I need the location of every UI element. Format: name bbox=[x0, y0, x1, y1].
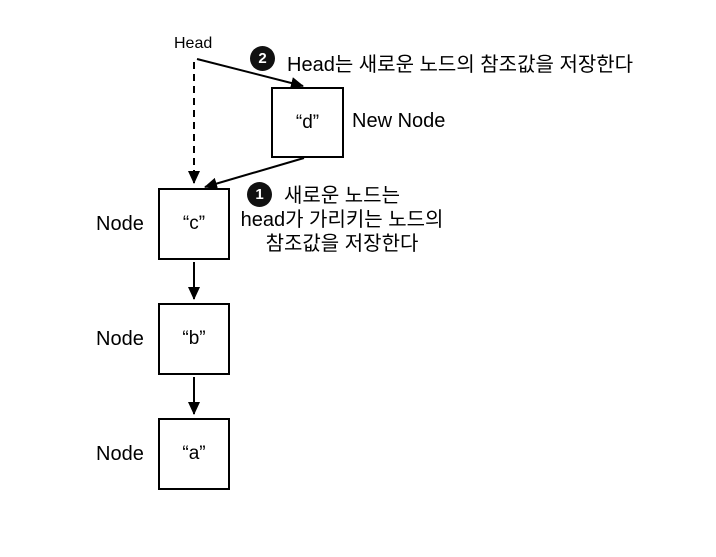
node-b-label: Node bbox=[96, 328, 144, 350]
node-a-value: “a” bbox=[182, 443, 206, 464]
new-node-value: “d” bbox=[295, 111, 320, 133]
step-1-line-3: 참조값을 저장한다 bbox=[265, 233, 419, 255]
arrow-head-to-new-node bbox=[196, 58, 304, 89]
head-pointer-label: Head bbox=[174, 35, 213, 52]
arrow-new-node-to-node-c bbox=[204, 157, 305, 190]
node-c-box: “c” bbox=[158, 188, 230, 260]
step-1-line-2: head가 가리키는 노드의 bbox=[240, 209, 444, 231]
node-b-value: “b” bbox=[182, 328, 206, 349]
step-2-annotation: Head는 새로운 노드의 참조값을 저장한다 bbox=[287, 54, 634, 76]
step-1-annotation: 새로운 노드는 head가 가리키는 노드의 참조값을 저장한다 bbox=[234, 184, 450, 256]
node-c-value: “c” bbox=[182, 213, 206, 234]
node-a-box: “a” bbox=[158, 418, 230, 490]
new-node-box: “d” bbox=[271, 87, 344, 158]
node-a-label: Node bbox=[96, 443, 144, 465]
node-b-box: “b” bbox=[158, 303, 230, 375]
new-node-label: New Node bbox=[352, 110, 446, 132]
step-1-line-1: 새로운 노드는 bbox=[284, 185, 400, 207]
node-c-label: Node bbox=[96, 213, 144, 235]
step-2-badge: 2 bbox=[250, 46, 275, 71]
step-1-badge: 1 bbox=[247, 182, 272, 207]
